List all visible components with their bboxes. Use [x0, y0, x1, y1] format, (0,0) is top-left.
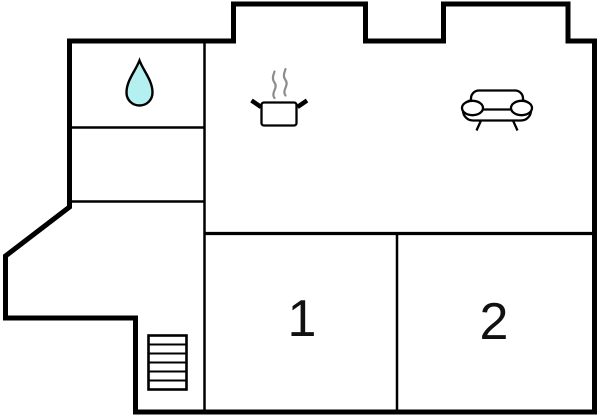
pot-handle-right	[296, 98, 309, 109]
water-drop-icon	[125, 57, 154, 107]
room-2-label: 2	[480, 293, 509, 351]
sofa-armrest-left	[460, 99, 485, 117]
sofa-leg-right	[511, 120, 519, 131]
sofa-armrest-right	[509, 99, 534, 117]
sofa-leg-left	[475, 120, 483, 131]
steam-line-left	[271, 70, 277, 100]
steam-line-right	[282, 67, 288, 97]
stairs-icon	[147, 334, 188, 391]
sofa-icon	[460, 89, 534, 131]
pot-body	[260, 101, 298, 127]
cooking-pot-icon	[250, 67, 309, 127]
room-1-label: 1	[288, 290, 317, 348]
pot-handle-left	[250, 98, 263, 109]
